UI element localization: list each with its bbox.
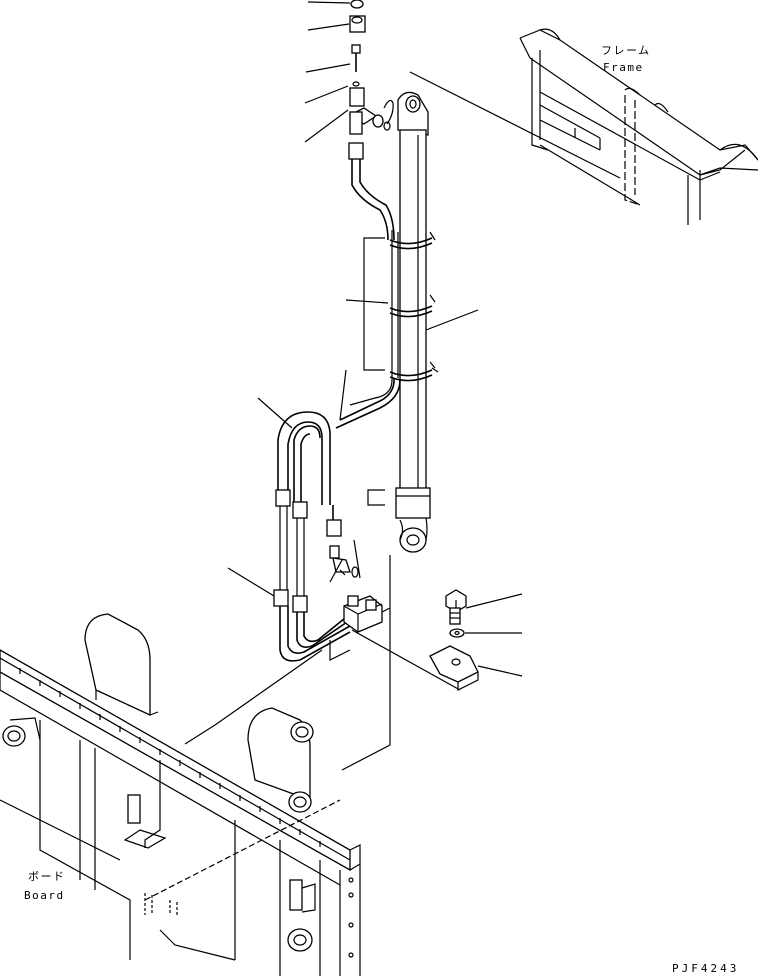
cylinder-side-hose [349, 230, 393, 406]
frame-label-en: Frame [603, 61, 644, 74]
frame-label-jp: フレーム [601, 44, 651, 57]
bolt-washer-plate [429, 589, 479, 691]
frame-illustration [519, 28, 758, 225]
lower-pipe-assembly [273, 589, 383, 662]
board-label-jp: ボード [28, 870, 66, 883]
hydraulic-cylinder [389, 91, 439, 553]
top-fittings [348, 0, 391, 135]
middle-elbow-fitting [329, 545, 359, 578]
drawing-code: PJF4243 [672, 962, 739, 975]
board-illustration [0, 613, 361, 976]
frame-reference-line [409, 71, 621, 179]
upper-hose [348, 142, 395, 241]
clamp-bracket-line [363, 237, 385, 371]
hose-loop-assembly [275, 369, 401, 596]
board-label-en: Board [24, 889, 65, 902]
